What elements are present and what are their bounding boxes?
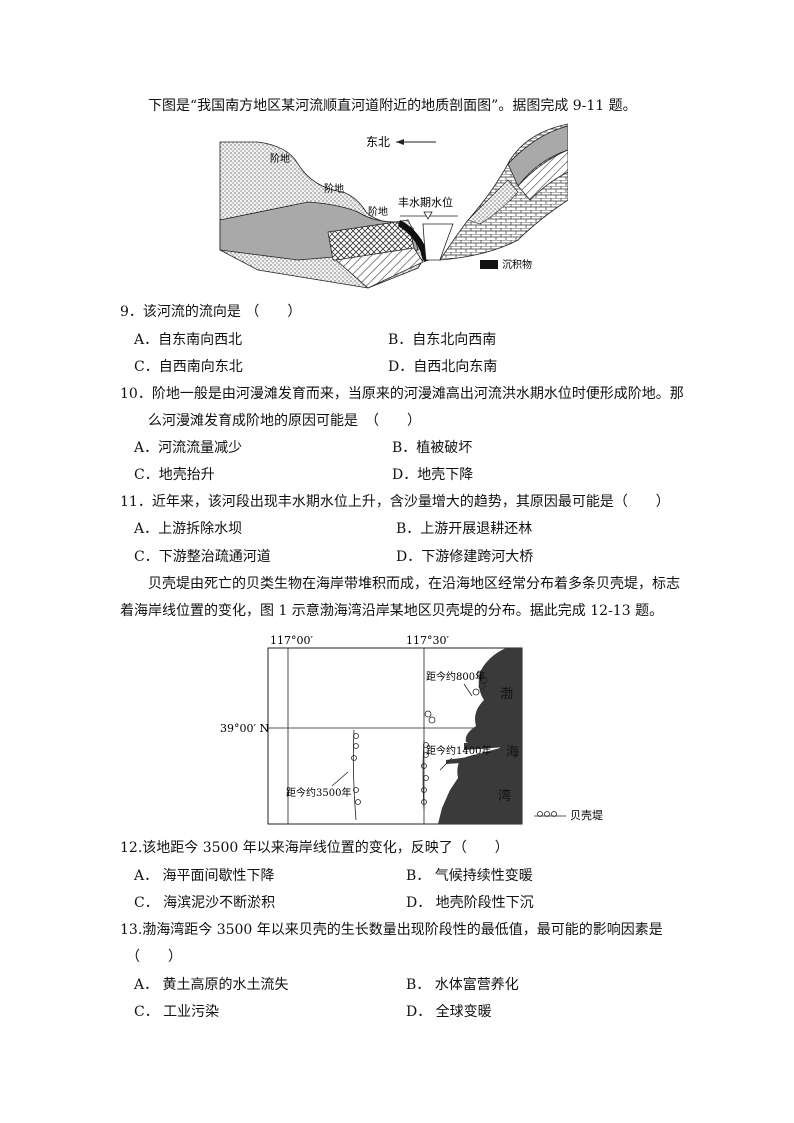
q12-option-d[interactable]: D． 地壳阶段性下沉 bbox=[406, 895, 534, 911]
q10-option-c[interactable]: C．地壳抬升 bbox=[134, 467, 215, 483]
geologic-profile-figure: 丰水期水位 东北 阶地 阶地 阶地 沉积物 bbox=[219, 123, 568, 289]
q10-option-a[interactable]: A．河流流量减少 bbox=[134, 440, 243, 456]
q12-option-a[interactable]: A． 海平面间歇性下降 bbox=[134, 868, 275, 884]
label-1400-years: 距今约1400年 bbox=[426, 744, 491, 757]
q9-option-c[interactable]: C．自西南向东北 bbox=[134, 359, 243, 375]
terrace-label-1: 阶地 bbox=[270, 152, 290, 165]
latitude-label: 39°00′ N bbox=[220, 722, 269, 735]
terrace-label-3: 阶地 bbox=[368, 205, 388, 218]
q13-stem: 13.渤海湾距今 3500 年以来贝壳的生长数量出现阶段性的最低值，最可能的影响… bbox=[120, 922, 663, 938]
arrow-800-icon bbox=[463, 683, 473, 697]
longitude-label-2: 117°30′ bbox=[406, 634, 449, 647]
water-level-label: 丰水期水位 bbox=[398, 195, 453, 209]
label-800-years: 距今约800年 bbox=[426, 670, 485, 683]
shell-ridge-legend-icon bbox=[534, 811, 566, 817]
sediment-legend-label: 沉积物 bbox=[502, 258, 532, 271]
q10-stem-cont: 么河漫滩发育成阶地的原因可能是 （ ） bbox=[148, 413, 421, 429]
shell-ridge-1400 bbox=[421, 739, 429, 811]
q11-stem: 11．近年来，该河段出现丰水期水位上升，含沙量增大的趋势，其原因最可能是（ ） bbox=[120, 494, 670, 510]
intro-paragraph-1: 下图是“我国南方地区某河流顺直河道附近的地质剖面图”。据图完成 9-11 题。 bbox=[148, 98, 637, 114]
longitude-label-1: 117°00′ bbox=[270, 634, 313, 647]
shell-ridge-legend-label: 贝壳堤 bbox=[570, 808, 603, 822]
q11-option-c[interactable]: C．下游整治疏通河道 bbox=[134, 549, 271, 565]
direction-label: 东北 bbox=[366, 135, 390, 149]
q10-option-d[interactable]: D．地壳下降 bbox=[392, 467, 474, 483]
shell-ridge-3500 bbox=[351, 729, 361, 821]
arrow-1400-icon bbox=[439, 757, 453, 771]
q11-option-a[interactable]: A．上游拆除水坝 bbox=[134, 521, 243, 537]
arrow-3500-icon bbox=[331, 771, 349, 787]
intro-paragraph-2-line-2: 着海岸线位置的变化，图 1 示意渤海湾沿岸某地区贝壳堤的分布。据此完成 12-1… bbox=[120, 603, 664, 619]
q11-option-d[interactable]: D．下游修建跨河大桥 bbox=[396, 549, 534, 565]
sediment-legend-swatch bbox=[480, 260, 498, 269]
q11-option-b[interactable]: B．上游开展退耕还林 bbox=[396, 521, 533, 537]
q12-option-b[interactable]: B． 气候持续性变暖 bbox=[406, 868, 533, 884]
q13-stem-cont: （ ） bbox=[126, 949, 182, 965]
sea-label-wan: 湾 bbox=[498, 788, 511, 804]
label-3500-years: 距今约3500年 bbox=[286, 786, 351, 799]
shell-ridge-800 bbox=[424, 670, 488, 724]
q13-option-d[interactable]: D． 全球变暖 bbox=[406, 1004, 492, 1020]
q9-option-d[interactable]: D．自西北向东南 bbox=[388, 359, 498, 375]
shell-ridge-map-figure: 117°00′ 117°30′ 39°00′ N 渤 海 湾 距今约800年 距… bbox=[220, 634, 603, 825]
sea-label-hai: 海 bbox=[506, 745, 519, 760]
q9-option-b[interactable]: B．自东北向西南 bbox=[388, 332, 497, 348]
terrace-label-2: 阶地 bbox=[324, 182, 344, 195]
q12-stem: 12.该地距今 3500 年以来海岸线位置的变化，反映了（ ） bbox=[120, 840, 509, 856]
q12-option-c[interactable]: C． 海滨泥沙不断淤积 bbox=[134, 895, 276, 911]
q13-option-c[interactable]: C． 工业污染 bbox=[134, 1004, 220, 1020]
intro-paragraph-2-line-1: 贝壳堤由死亡的贝类生物在海岸带堆积而成，在沿海地区经常分布着多条贝壳堤，标志 bbox=[148, 576, 680, 592]
q13-option-a[interactable]: A． 黄土高原的水土流失 bbox=[134, 977, 289, 993]
water-level-triangle-icon bbox=[423, 211, 433, 220]
q13-option-b[interactable]: B． 水体富营养化 bbox=[406, 977, 519, 993]
q9-stem: 9．该河流的流向是 （ ） bbox=[120, 304, 302, 320]
q9-option-a[interactable]: A．自东南向西北 bbox=[134, 332, 243, 348]
q10-option-b[interactable]: B．植被破坏 bbox=[392, 440, 473, 456]
q10-stem: 10．阶地一般是由河漫滩发育而来，当原来的河漫滩高出河流洪水期水位时便形成阶地。… bbox=[120, 386, 684, 402]
sea-label-bo: 渤 bbox=[500, 686, 513, 702]
bohai-bay-sea bbox=[438, 648, 522, 824]
